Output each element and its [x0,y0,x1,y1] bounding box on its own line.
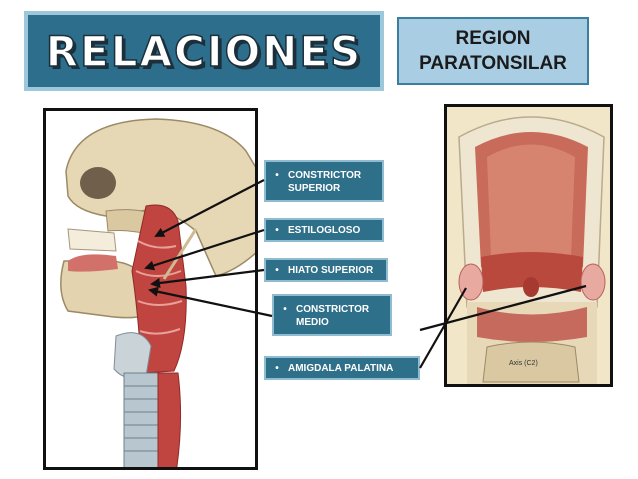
skull-neck-drawing [60,118,255,467]
vertebra-label: Axis (C2) [509,360,538,367]
arrow-constrictor-superior [154,179,265,237]
label-hiato-superior: • HIATO SUPERIOR [264,258,388,282]
label-text: HIATO SUPERIOR [288,264,374,276]
oral-cavity-illustration: Axis (C2) [444,104,613,387]
label-bullet: • [283,304,287,315]
label-bullet: • [275,224,279,236]
page-title: RELACIONES [45,26,363,77]
label-bullet: • [275,362,279,374]
arrow-amigdala-palatina [419,287,467,369]
label-text-line-1: CONSTRICTOR [288,170,362,181]
label-bullet: • [275,264,279,276]
label-text: ESTILOGLOSO [288,224,361,236]
region-line-1: REGION [455,28,531,49]
label-text-line-2: MEDIO [296,317,329,328]
label-estilogloso: • ESTILOGLOSO [264,218,384,242]
arrow-amigdala-palatina-right [419,284,587,332]
arrow-hiato-superior [150,268,265,288]
label-constrictor-superior: • CONSTRICTOR SUPERIOR [264,160,384,202]
oral-cavity-drawing: Axis (C2) [447,107,610,384]
arrow-constrictor-medio [148,286,273,318]
label-amigdala-palatina: • AMIGDALA PALATINA [264,356,420,380]
label-bullet: • [275,170,279,181]
label-text: AMIGDALA PALATINA [288,362,394,374]
arrow-estilogloso [144,228,265,271]
label-text-line-1: CONSTRICTOR [296,304,370,315]
region-line-2: PARATONSILAR [419,53,567,74]
title-banner: RELACIONES [24,11,384,91]
label-constrictor-medio: • CONSTRICTOR MEDIO [272,294,392,336]
label-text-line-2: SUPERIOR [288,183,341,194]
region-badge: REGION PARATONSILAR [397,17,589,85]
